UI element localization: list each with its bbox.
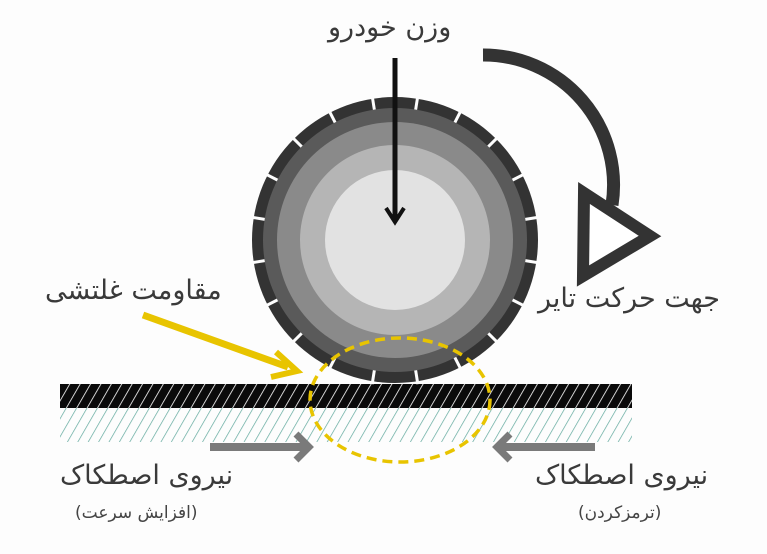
friction-arrow-left	[210, 431, 314, 463]
road	[60, 384, 632, 442]
friction-arrow-right	[492, 431, 595, 463]
rotation-direction-arrow	[482, 48, 662, 287]
rolling-resistance-label: مقاومت غلتشی	[45, 275, 222, 306]
contact-patch-highlight	[308, 336, 492, 464]
tire	[250, 95, 540, 385]
tire-direction-label: جهت حرکت تایر	[538, 283, 720, 314]
friction-brake-text: نیروی اصطکاک	[535, 460, 709, 491]
friction-accel-label: نیروی اصطکاک	[60, 460, 234, 491]
tire-hub	[325, 170, 465, 310]
friction-brake-label: نیروی اصطکاک	[535, 460, 708, 491]
friction-accel-note: (افزایش سرعت)	[75, 503, 198, 523]
ground-hatch	[60, 408, 632, 442]
rolling-resistance-arrow	[141, 311, 304, 380]
road-surface-hatch	[60, 384, 632, 408]
friction-brake-note: (ترمزکردن)	[578, 503, 662, 523]
vehicle-weight-label: وزن خودرو	[328, 12, 452, 43]
weight-arrow	[384, 58, 406, 226]
